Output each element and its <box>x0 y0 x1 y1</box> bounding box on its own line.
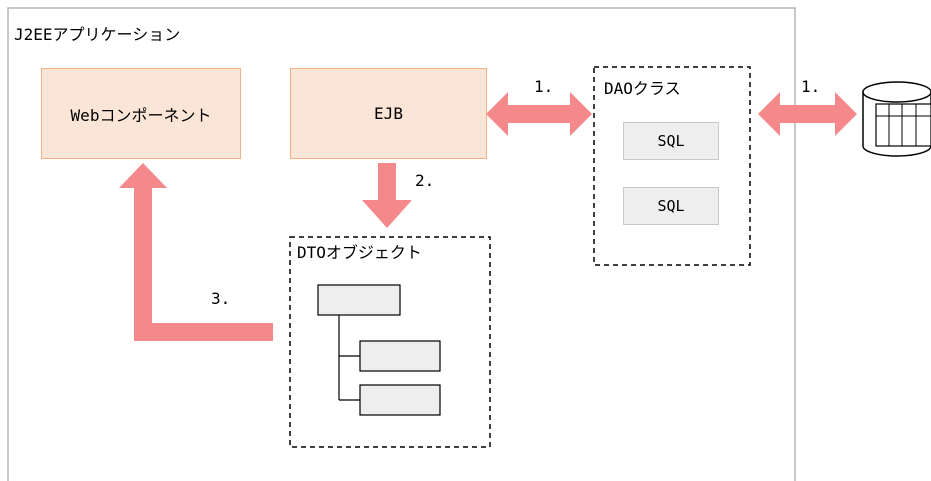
dto-tree-connector <box>338 315 360 401</box>
ejb-label: EJB <box>374 104 403 123</box>
step-label-dao-db: 1. <box>801 77 821 96</box>
ejb-dao-double-arrow <box>486 92 592 136</box>
dto-object-label: DTOオブジェクト <box>297 243 422 262</box>
database-icon <box>862 81 931 157</box>
sql-label: SQL <box>657 132 685 150</box>
dto-tree <box>317 284 441 416</box>
j2ee-container-border <box>7 7 796 481</box>
dao-class-box <box>593 66 751 266</box>
dto-object-box <box>289 236 491 448</box>
ejb-box: EJB <box>290 68 487 159</box>
sql-label: SQL <box>657 197 685 215</box>
dto-child-node-2 <box>359 384 441 416</box>
sql-box-1: SQL <box>623 122 719 160</box>
step-label-ejb-dto: 2. <box>415 171 435 190</box>
dto-web-arrow <box>119 163 273 341</box>
dto-child-node-1 <box>359 340 441 372</box>
web-component-label: Webコンポーネント <box>70 105 212 125</box>
web-component-box: Webコンポーネント <box>41 68 241 159</box>
dto-root-node <box>317 284 401 316</box>
j2ee-container-title: J2EEアプリケーション <box>14 25 181 44</box>
dao-db-double-arrow <box>758 92 857 136</box>
dao-class-label: DAOクラス <box>604 79 681 98</box>
step-label-dto-web: 3. <box>211 289 231 308</box>
step-label-ejb-dao: 1. <box>534 77 554 96</box>
sql-box-2: SQL <box>623 187 719 225</box>
ejb-dto-arrow <box>362 163 412 228</box>
